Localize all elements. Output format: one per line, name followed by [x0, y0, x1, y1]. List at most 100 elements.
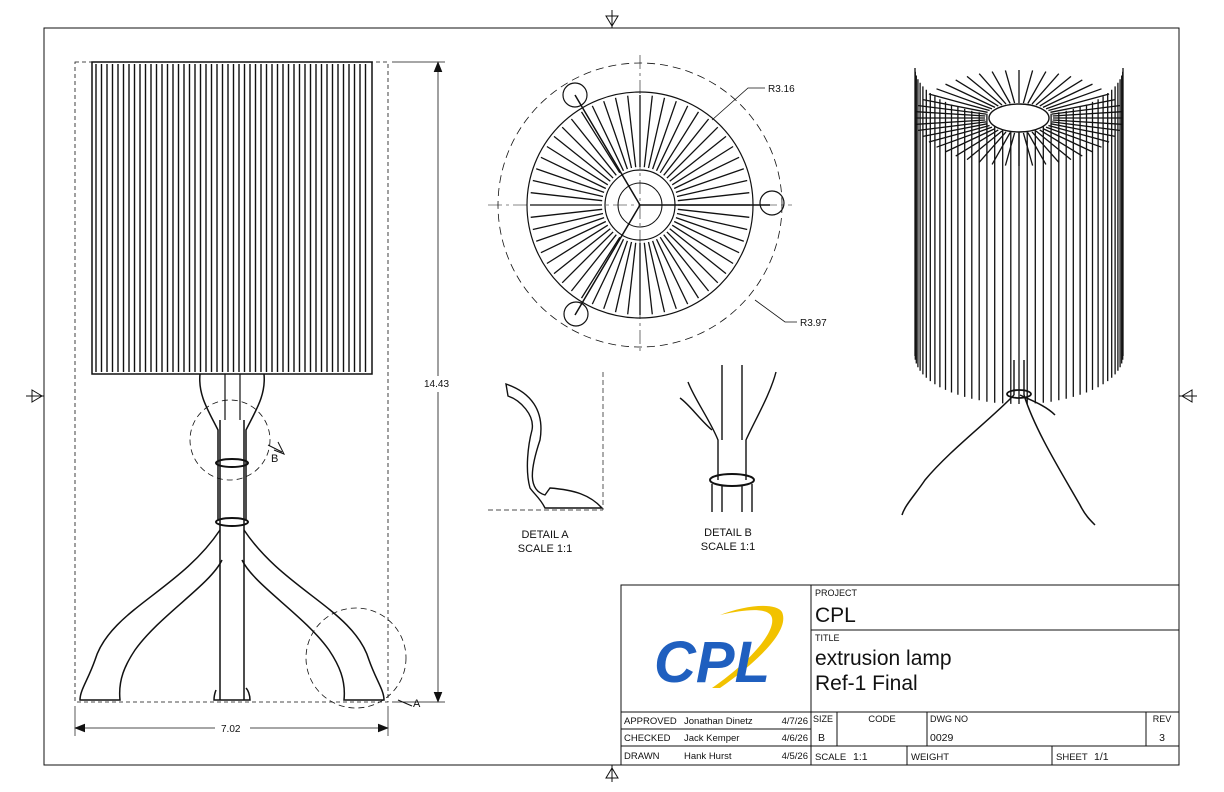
- drawn-name: Hank Hurst: [684, 751, 732, 762]
- radial-rib: [651, 240, 677, 310]
- iso-top-rib: [1027, 132, 1047, 165]
- approved-label: APPROVED: [624, 716, 677, 727]
- iso-top-rib: [966, 75, 1003, 106]
- radial-rib: [546, 224, 609, 265]
- iso-top-rib: [936, 88, 993, 110]
- iso-slats: [914, 68, 1124, 404]
- scale-value: 1:1: [853, 751, 868, 763]
- radial-rib: [643, 242, 653, 315]
- radial-rib: [675, 216, 745, 242]
- detail-b-title: DETAIL B: [704, 527, 752, 539]
- iso-top-rib: [1042, 83, 1093, 108]
- detail-b-scale: SCALE 1:1: [701, 541, 755, 553]
- title-line-1: extrusion lamp: [815, 647, 952, 670]
- radial-rib: [591, 105, 625, 172]
- rev-value: 3: [1159, 732, 1165, 744]
- radial-rib: [603, 240, 629, 310]
- iso-top-rib: [1022, 70, 1034, 104]
- project-value: CPL: [815, 604, 856, 627]
- iso-top-rib: [1052, 111, 1123, 117]
- checked-date: 4/6/26: [782, 733, 808, 744]
- radial-rib: [671, 145, 734, 186]
- iso-top-rib: [1031, 73, 1060, 105]
- weight-label: WEIGHT: [911, 752, 949, 763]
- checked-label: CHECKED: [624, 733, 671, 744]
- height-dimension: 14.43: [424, 379, 449, 390]
- radial-rib: [540, 220, 607, 254]
- radial-rib: [666, 126, 719, 179]
- radial-rib: [677, 208, 750, 218]
- front-view: [74, 61, 445, 736]
- radial-rib: [540, 156, 607, 190]
- radial-rib: [643, 95, 653, 168]
- radius-inner-label: R3.16: [768, 84, 795, 95]
- centering-marks: [26, 10, 1197, 782]
- radial-rib: [553, 135, 611, 182]
- detail-a-marker: A: [413, 698, 421, 710]
- radial-rib: [651, 100, 677, 170]
- dwg-label: DWG NO: [930, 714, 968, 724]
- radial-rib: [561, 126, 614, 179]
- radial-rib: [627, 242, 637, 315]
- radial-rib: [532, 179, 604, 198]
- iso-top-rib: [915, 119, 986, 125]
- radial-rib: [647, 97, 666, 169]
- sheet-value: 1/1: [1094, 751, 1109, 763]
- checked-name: Jack Kemper: [684, 733, 739, 744]
- radial-rib: [535, 168, 605, 194]
- radial-rib: [669, 228, 727, 275]
- iso-top-rib: [936, 126, 993, 148]
- iso-top-rib: [918, 104, 987, 115]
- radial-rib: [673, 220, 740, 254]
- radial-rib: [570, 234, 617, 292]
- iso-top-rib: [955, 129, 999, 157]
- radial-rib: [530, 192, 603, 202]
- iso-top-rib: [1039, 129, 1083, 157]
- iso-top-rib: [1045, 88, 1102, 110]
- radial-rib: [673, 156, 740, 190]
- size-label: SIZE: [813, 714, 833, 724]
- radius-outer-label: R3.97: [800, 318, 827, 329]
- width-dimension: 7.02: [221, 724, 241, 735]
- iso-top-rib: [1004, 70, 1016, 104]
- radial-rib: [676, 212, 748, 231]
- sheet-label: SHEET: [1056, 752, 1088, 763]
- iso-top-rib: [928, 124, 990, 143]
- iso-top-rib: [1035, 130, 1072, 161]
- radial-rib: [647, 241, 666, 313]
- iso-top-rib: [1048, 124, 1110, 143]
- iso-top-rib: [978, 131, 1007, 163]
- detail-a-title: DETAIL A: [521, 529, 569, 541]
- radial-rib: [659, 236, 700, 299]
- radial-rib: [671, 224, 734, 265]
- iso-top-rib: [1051, 104, 1120, 115]
- radial-rib: [663, 118, 710, 176]
- radial-rib: [655, 105, 689, 172]
- iso-top-rib: [1035, 75, 1072, 106]
- radial-rib: [677, 192, 750, 202]
- rev-label: REV: [1153, 714, 1172, 724]
- shade-slats: [95, 64, 367, 372]
- iso-top-rib: [1045, 126, 1102, 148]
- radial-rib: [580, 236, 621, 299]
- iso-top-rib: [922, 98, 988, 113]
- detail-b-view: [679, 365, 777, 512]
- radial-rib: [627, 95, 637, 168]
- iso-top-rib: [918, 121, 987, 132]
- drawn-date: 4/5/26: [782, 751, 808, 762]
- radial-rib: [530, 208, 603, 218]
- radial-rib: [659, 111, 700, 174]
- radial-rib: [614, 241, 633, 313]
- iso-top-rib: [915, 111, 986, 117]
- detail-a-view: [488, 372, 604, 511]
- radial-rib: [676, 179, 748, 198]
- radial-rib: [669, 135, 727, 182]
- iso-top-rib: [991, 71, 1011, 104]
- iso-top-rib: [1039, 79, 1083, 107]
- title-block: [620, 584, 1180, 766]
- radial-rib: [570, 118, 617, 176]
- iso-top-rib: [978, 73, 1007, 105]
- isometric-view: [901, 68, 1124, 526]
- radial-rib: [532, 212, 604, 231]
